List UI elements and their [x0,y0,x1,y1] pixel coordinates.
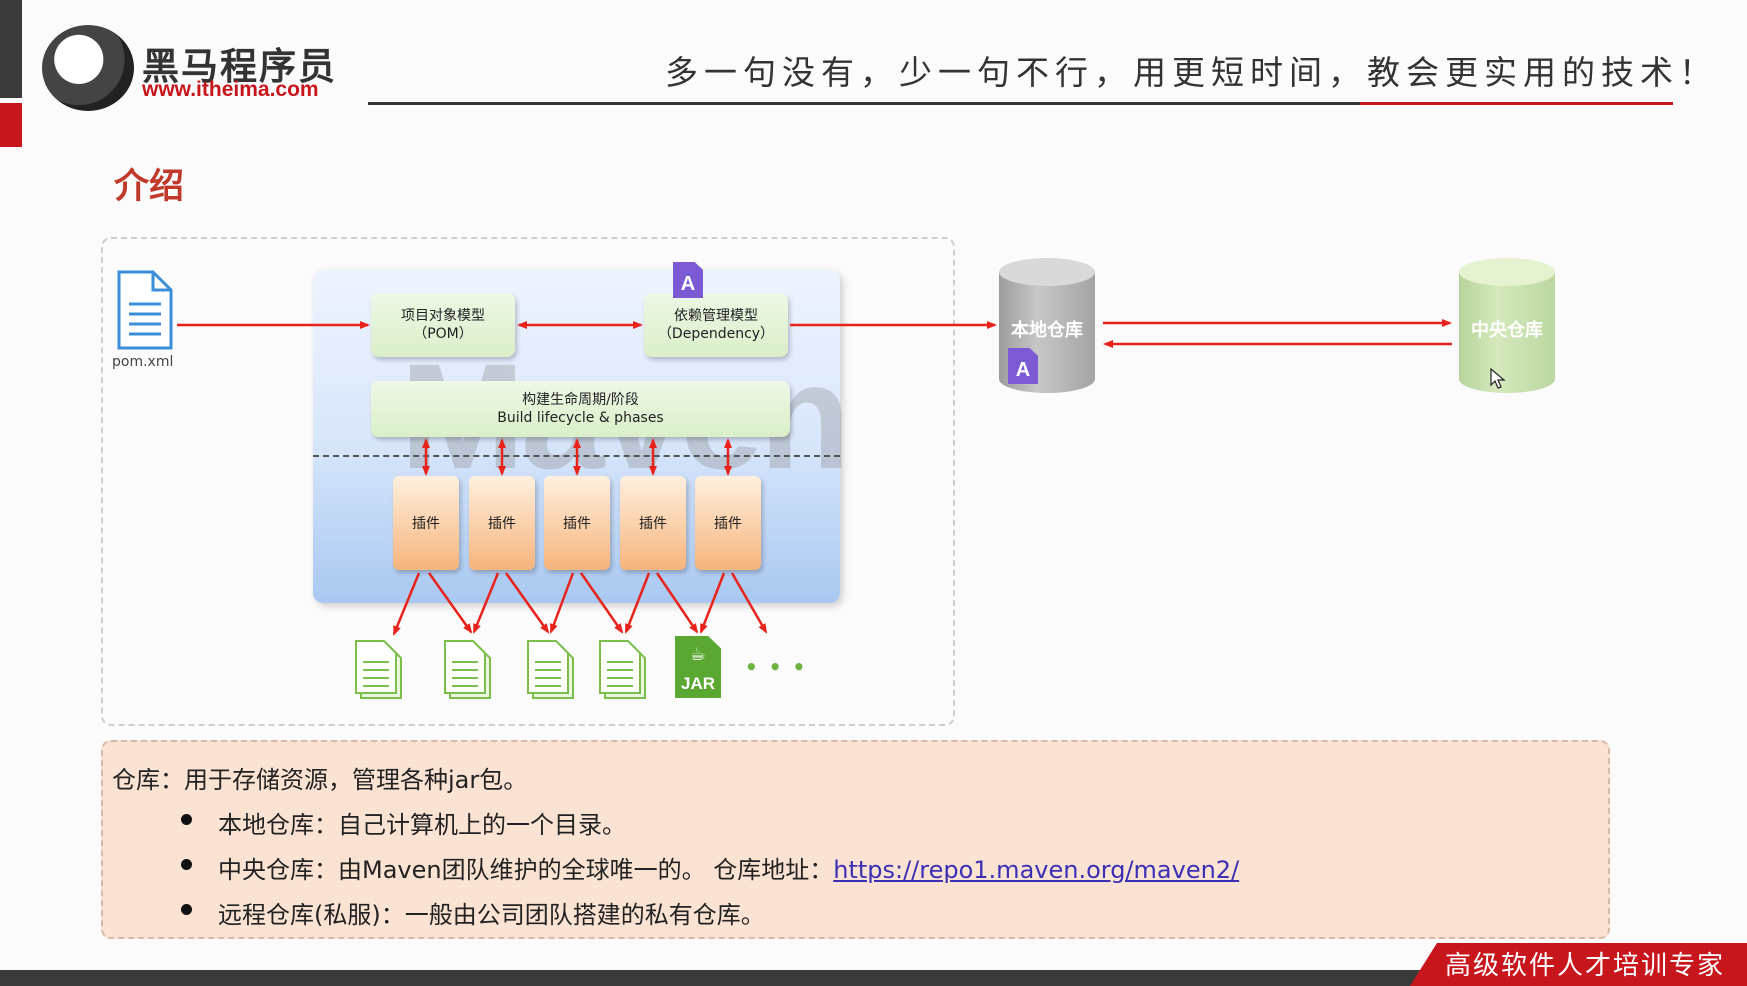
footer-red-tab [1410,943,1747,986]
plugin-box: 插件 [469,476,535,570]
pom-box-line2: （POM） [413,326,473,342]
document-icon [444,640,491,699]
arrow-plugin-output [624,572,651,634]
java-cup-icon: ☕ [689,644,707,665]
dep-box-line1: 依赖管理模型 [674,308,758,324]
arrow-plugin-output [579,572,624,634]
document-icon [599,640,646,699]
dependency-model-box: 依赖管理模型 （Dependency） [644,293,788,357]
slogan: 多一句没有，少一句不行，用更短时间，教会更实用的技术！ [665,53,1718,92]
info-item-central-text: 中央仓库：由Maven团队维护的全球唯一的。 仓库地址： [218,856,834,884]
plugin-box: 插件 [620,476,686,570]
document-icon [527,640,574,699]
mouse-cursor-icon [1490,368,1506,389]
arrow-plugin-output [549,572,575,634]
header-divider-accent [1360,102,1673,105]
arrow-plugin-output [504,572,550,634]
artifact-badge-icon: A [1008,348,1038,384]
plugin-box: 插件 [393,476,459,570]
info-intro: 仓库：用于存储资源，管理各种jar包。 [112,766,528,794]
repository-info-box [101,740,1610,939]
local-repo-label: 本地仓库 [1011,320,1083,341]
arrow-plugin-output [427,572,473,634]
central-repository-icon: 中央仓库 [1459,258,1555,393]
header-divider [368,102,1360,105]
logo-horse-icon [42,25,134,111]
more-ellipsis: • • • [745,655,808,679]
lifecycle-line2: Build lifecycle & phases [497,410,664,426]
maven-diagram-frame [101,237,955,726]
artifact-badge-icon: A [673,262,703,298]
arrow-plugin-output [392,572,421,636]
arrow-plugin-output [730,572,768,634]
plugin-box: 插件 [695,476,761,570]
arrow-plugin-output [472,572,500,634]
bullet-dot [181,859,192,870]
arrow-plugin-output [699,572,726,634]
pom-file-label: pom.xml [112,354,174,370]
jar-file-icon: ☕ JAR [675,636,721,698]
logo-url: www.itheima.com [142,78,319,101]
arrow-plugin-output [655,572,699,634]
pom-model-box: 项目对象模型 （POM） [371,293,515,357]
lifecycle-line1: 构建生命周期/阶段 [522,392,639,408]
info-item-central: 中央仓库：由Maven团队维护的全球唯一的。 仓库地址：https://repo… [218,850,1239,885]
jar-label: JAR [680,674,715,693]
logo-name: 黑马程序员 [142,45,337,88]
header-dark-bar [0,0,22,98]
bullet-dot [181,814,192,825]
pom-box-line1: 项目对象模型 [401,308,485,324]
central-repo-label: 中央仓库 [1471,320,1543,341]
info-item-remote: 远程仓库(私服)：一般由公司团队搭建的私有仓库。 [218,901,765,929]
central-repo-link[interactable]: https://repo1.maven.org/maven2/ [833,856,1240,884]
header-red-bar [0,103,22,147]
section-title: 介绍 [114,167,185,207]
plugin-box: 插件 [544,476,610,570]
info-item-local: 本地仓库：自己计算机上的一个目录。 [218,811,626,839]
pom-file-icon [117,270,173,350]
document-icon [355,640,402,699]
dep-box-line2: （Dependency） [657,326,775,342]
lifecycle-box: 构建生命周期/阶段 Build lifecycle & phases [371,381,790,437]
bullet-dot [181,904,192,915]
footer-tagline: 高级软件人才培训专家 [1445,951,1726,981]
footer-bar [0,970,1747,986]
